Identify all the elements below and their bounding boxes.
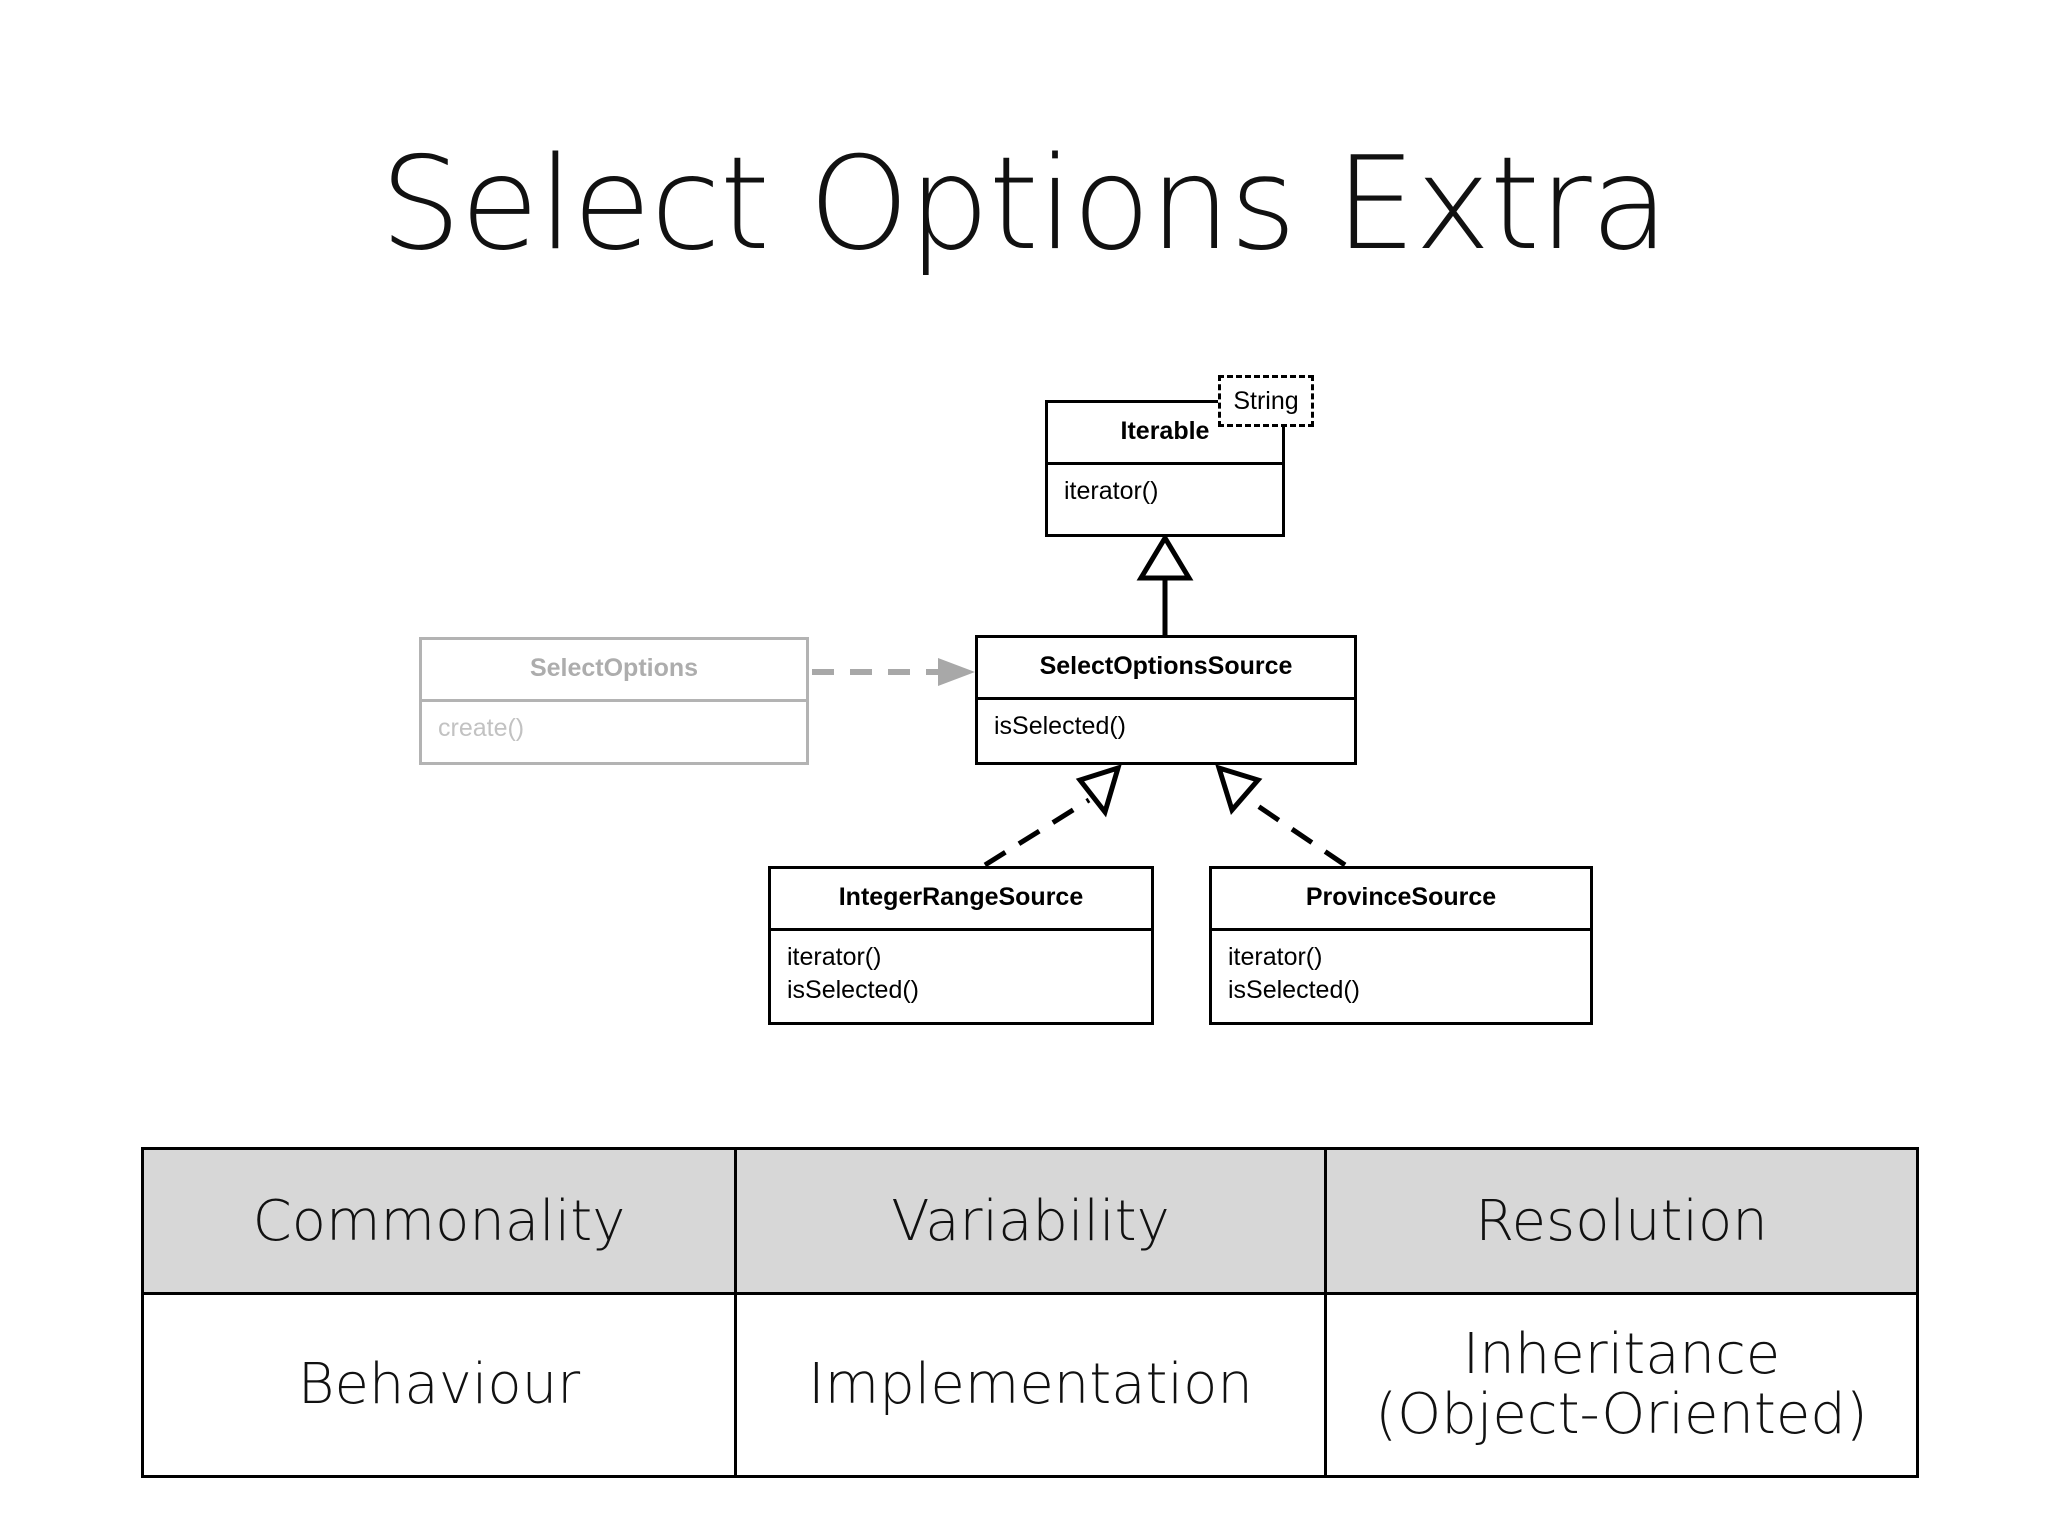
uml-class-provincesource-operations: iterator() isSelected() — [1228, 943, 1360, 1004]
uml-class-selectoptionssource-name: SelectOptionsSource — [978, 638, 1354, 700]
uml-class-provincesource-name: ProvinceSource — [1212, 869, 1590, 931]
table-cell-variability: Implementation — [734, 1292, 1327, 1478]
uml-class-selectoptions[interactable]: SelectOptions create() — [419, 637, 809, 765]
uml-class-diagram: String Iterable iterator() SelectOptions… — [419, 375, 1593, 1025]
uml-class-selectoptionssource[interactable]: SelectOptionsSource isSelected() — [975, 635, 1357, 765]
table-header-resolution: Resolution — [1324, 1147, 1919, 1295]
uml-class-selectoptions-operations: create() — [438, 714, 525, 742]
table-header-row: Commonality Variability Resolution — [141, 1147, 1919, 1295]
table-cell-resolution: Inheritance (Object-Oriented) — [1324, 1292, 1919, 1478]
realization-integerrangesource-to-selectoptionssource — [983, 764, 1122, 868]
table-header-commonality: Commonality — [141, 1147, 737, 1295]
uml-class-integerrangesource-name: IntegerRangeSource — [771, 869, 1151, 931]
commonality-variability-analysis-table: Commonality Variability Resolution Behav… — [141, 1147, 1919, 1478]
uml-class-provincesource[interactable]: ProvinceSource iterator() isSelected() — [1209, 866, 1593, 1025]
page-title: Select Options Extra — [380, 130, 1669, 279]
table-cell-commonality: Behaviour — [141, 1292, 737, 1478]
dependency-selectoptions-to-selectoptionssource — [812, 658, 975, 686]
uml-connectors-layer — [812, 533, 1347, 868]
table-row: Behaviour Implementation Inheritance (Ob… — [141, 1292, 1919, 1478]
uml-class-selectoptions-name: SelectOptions — [422, 640, 806, 702]
uml-class-selectoptionssource-operations: isSelected() — [994, 712, 1126, 740]
template-parameter-string: String — [1218, 375, 1314, 427]
uml-class-integerrangesource[interactable]: IntegerRangeSource iterator() isSelected… — [768, 866, 1154, 1025]
uml-class-iterable-name: Iterable — [1048, 403, 1282, 465]
generalization-selectoptionssource-to-iterable — [1136, 533, 1194, 635]
realization-provincesource-to-selectoptionssource — [1215, 764, 1347, 868]
table-header-variability: Variability — [734, 1147, 1327, 1295]
uml-class-iterable-operations: iterator() — [1064, 477, 1159, 505]
uml-class-integerrangesource-operations: iterator() isSelected() — [787, 943, 919, 1004]
